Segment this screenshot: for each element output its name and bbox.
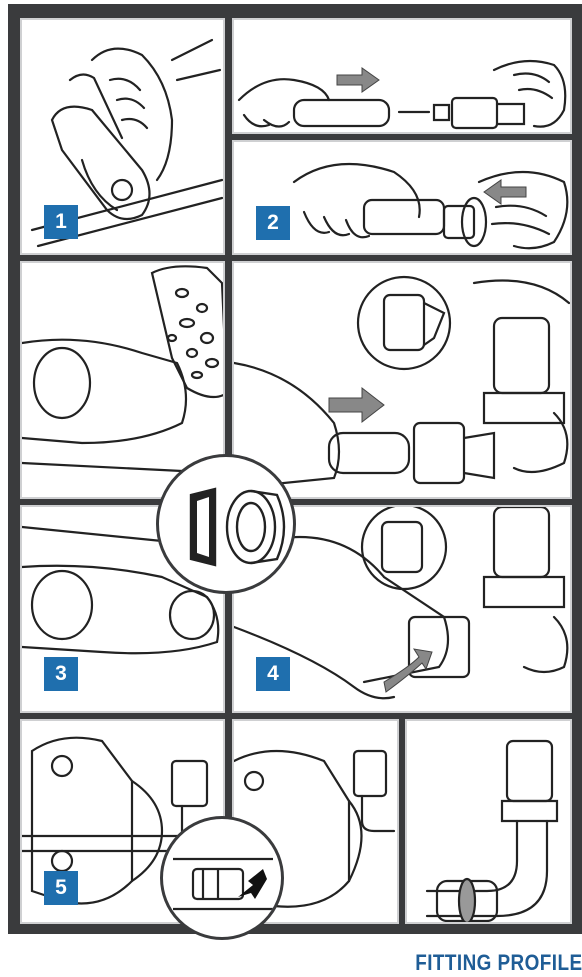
panel-insert-fitting xyxy=(232,18,572,134)
instruction-board: 1 xyxy=(8,4,582,934)
press-detail-magnifier xyxy=(160,816,284,940)
step-badge-1: 1 xyxy=(44,205,78,239)
step-badge-5: 5 xyxy=(44,871,78,905)
insert-fitting-illustration xyxy=(234,20,572,134)
press-jaw-detail xyxy=(163,819,284,940)
panel-finished-fitting xyxy=(405,719,572,924)
step-badge-2: 2 xyxy=(256,206,290,240)
step-badge-4: 4 xyxy=(256,657,290,691)
fitting-profile-title: FITTING PROFILE xyxy=(415,950,582,976)
ring-detail-magnifier xyxy=(156,454,296,594)
expansion-ring-detail xyxy=(159,457,296,594)
finished-fitting-illustration xyxy=(407,721,572,924)
panel-cut-pipe: 1 xyxy=(20,18,225,255)
step-badge-3: 3 xyxy=(44,657,78,691)
panel-push-fitting: 2 xyxy=(232,140,572,255)
